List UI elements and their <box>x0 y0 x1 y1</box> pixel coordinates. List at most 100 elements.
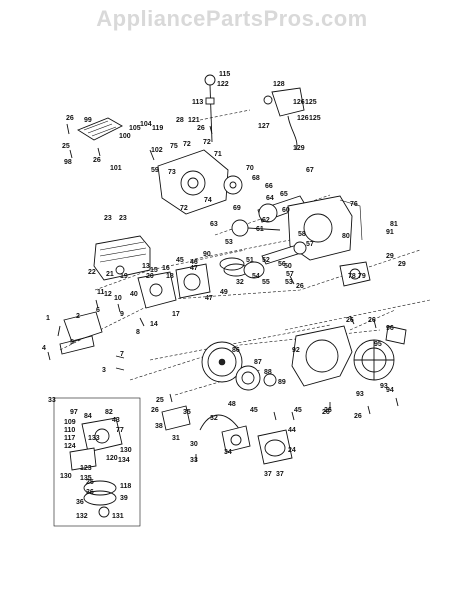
label-73: 73 <box>168 169 176 176</box>
label-60: 60 <box>282 207 290 214</box>
label-45: 45 <box>294 407 302 414</box>
label-58: 58 <box>298 231 306 238</box>
label-7: 7 <box>120 351 124 358</box>
label-40: 40 <box>130 291 138 298</box>
label-115: 115 <box>219 71 230 78</box>
label-57: 57 <box>286 271 294 278</box>
muffler-bracket <box>59 311 103 355</box>
label-87: 87 <box>254 359 262 366</box>
label-86: 86 <box>232 347 240 354</box>
label-90: 90 <box>203 251 211 258</box>
label-77: 77 <box>116 427 124 434</box>
fan-nut <box>263 373 277 387</box>
starter-cup <box>235 365 261 391</box>
label-134: 134 <box>118 457 130 464</box>
label-80: 80 <box>342 233 350 240</box>
label-36: 36 <box>76 499 84 506</box>
label-26: 26 <box>66 115 74 122</box>
label-97: 97 <box>70 409 78 416</box>
label-55: 55 <box>262 279 270 286</box>
flywheel <box>201 341 243 383</box>
label-14: 14 <box>150 321 158 328</box>
label-128: 128 <box>273 81 285 88</box>
label-121: 121 <box>188 117 200 124</box>
label-25: 25 <box>86 479 94 486</box>
label-63: 63 <box>210 221 218 228</box>
label-26: 26 <box>324 407 332 414</box>
label-22: 22 <box>88 269 96 276</box>
label-47: 47 <box>190 265 198 272</box>
label-45: 45 <box>250 407 258 414</box>
carburetor-subassembly-box <box>53 397 141 527</box>
label-57: 57 <box>306 241 314 248</box>
label-72: 72 <box>203 139 211 146</box>
label-129: 129 <box>293 145 305 152</box>
label-132: 132 <box>76 513 88 520</box>
label-50: 50 <box>284 263 292 270</box>
label-95: 95 <box>374 341 382 348</box>
valve-head-assembly <box>137 271 177 309</box>
label-24: 24 <box>288 447 296 454</box>
float-bowl <box>83 480 117 506</box>
label-17: 17 <box>172 311 180 318</box>
carburetor-body <box>69 417 123 471</box>
label-32: 32 <box>210 415 218 422</box>
label-68: 68 <box>252 175 260 182</box>
label-9: 9 <box>120 311 124 318</box>
air-filter-base <box>221 425 251 453</box>
label-92: 92 <box>292 347 300 354</box>
label-84: 84 <box>84 413 92 420</box>
label-104: 104 <box>140 121 152 128</box>
label-105: 105 <box>129 125 141 132</box>
label-32: 32 <box>236 279 244 286</box>
label-62: 62 <box>262 217 270 224</box>
label-93: 93 <box>356 391 364 398</box>
label-65: 65 <box>280 191 288 198</box>
label-124: 124 <box>64 443 76 450</box>
label-1: 1 <box>46 315 50 322</box>
label-26: 26 <box>197 125 205 132</box>
label-51: 51 <box>246 257 254 264</box>
label-26: 26 <box>93 157 101 164</box>
cylinder-head <box>93 235 151 281</box>
label-76: 76 <box>350 201 358 208</box>
piston-rings <box>219 257 265 279</box>
label-45: 45 <box>176 257 184 264</box>
label-53: 53 <box>225 239 233 246</box>
label-8: 8 <box>136 329 140 336</box>
label-38: 38 <box>155 423 163 430</box>
fuel-line <box>199 414 241 431</box>
label-11: 11 <box>97 289 105 296</box>
label-113: 113 <box>192 99 203 106</box>
dipstick <box>204 74 216 143</box>
label-37: 37 <box>264 471 272 478</box>
label-122: 122 <box>217 81 229 88</box>
label-91: 91 <box>386 229 394 236</box>
label-126: 126 <box>293 99 305 106</box>
watermark: AppliancePartsPros.com <box>96 6 368 31</box>
label-70: 70 <box>246 165 254 172</box>
label-117: 117 <box>64 435 75 442</box>
valve-cover-top <box>77 117 123 141</box>
label-15: 15 <box>150 267 158 274</box>
label-6: 6 <box>96 307 100 314</box>
label-81: 81 <box>390 221 398 228</box>
label-25: 25 <box>62 143 70 150</box>
label-48: 48 <box>228 401 236 408</box>
label-29: 29 <box>398 261 406 268</box>
label-21: 21 <box>106 271 114 278</box>
label-109: 109 <box>64 419 76 426</box>
head-gasket <box>175 263 211 299</box>
label-46: 46 <box>190 259 198 266</box>
part-labels: 115 122 113 128 125 126 126 125 127 129 … <box>42 71 406 520</box>
label-28: 28 <box>176 117 184 124</box>
label-74: 74 <box>204 197 212 204</box>
label-4: 4 <box>42 345 46 352</box>
fasteners <box>47 123 399 462</box>
label-19: 19 <box>120 273 128 280</box>
label-120: 120 <box>106 455 118 462</box>
label-127: 127 <box>258 123 270 130</box>
label-123: 123 <box>80 465 92 472</box>
label-26: 26 <box>368 317 376 324</box>
label-26: 26 <box>354 413 362 420</box>
